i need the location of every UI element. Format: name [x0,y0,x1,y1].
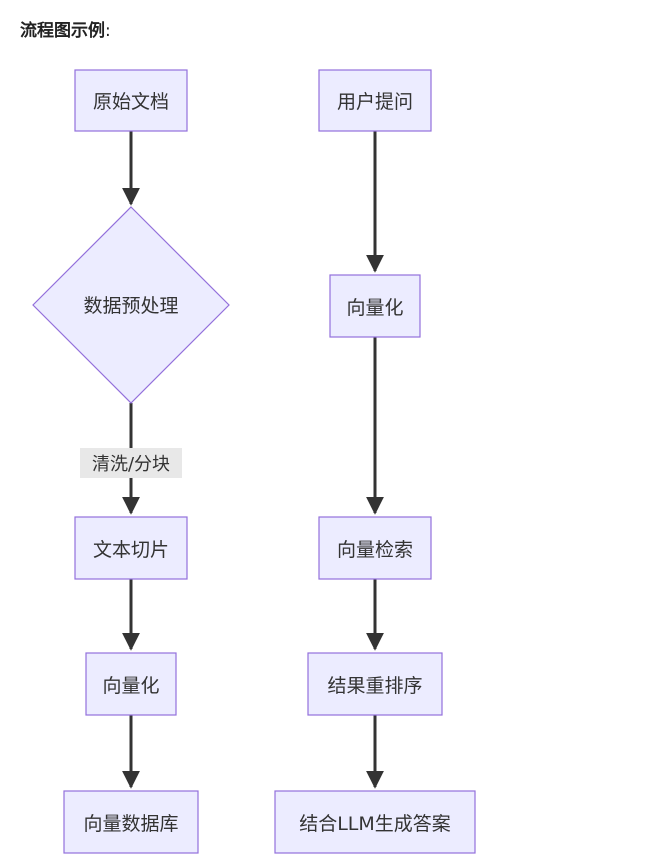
diagram-heading: 流程图示例: [20,16,111,41]
svg-text:数据预处理: 数据预处理 [83,295,178,317]
node-llm-answer: 结合LLM生成答案 [274,790,476,854]
svg-text:向量数据库: 向量数据库 [83,813,178,835]
node-raw-docs: 原始文档 [74,69,188,132]
node-right-vectorize: 向量化 [329,274,421,338]
svg-text:用户提问: 用户提问 [337,91,413,113]
heading-colon: : [105,21,111,41]
node-text-chunks: 文本切片 [74,516,188,580]
svg-text:向量化: 向量化 [102,675,159,697]
svg-text:文本切片: 文本切片 [93,539,169,561]
node-rerank: 结果重排序 [307,652,443,716]
heading-title: 流程图示例 [20,21,105,41]
svg-text:向量化: 向量化 [346,297,403,319]
svg-text:结果重排序: 结果重排序 [327,675,422,697]
node-preprocess-decision: 数据预处理 [32,206,230,404]
svg-text:清洗/分块: 清洗/分块 [92,454,170,475]
node-vector-search: 向量检索 [318,516,432,580]
svg-text:结合LLM生成答案: 结合LLM生成答案 [299,813,451,835]
node-vector-db: 向量数据库 [63,790,199,854]
node-left-vectorize: 向量化 [85,652,177,716]
node-user-question: 用户提问 [318,69,432,132]
svg-text:向量检索: 向量检索 [337,539,413,561]
svg-text:原始文档: 原始文档 [93,91,169,113]
edge-label-clean-chunk: 清洗/分块 [80,448,182,478]
